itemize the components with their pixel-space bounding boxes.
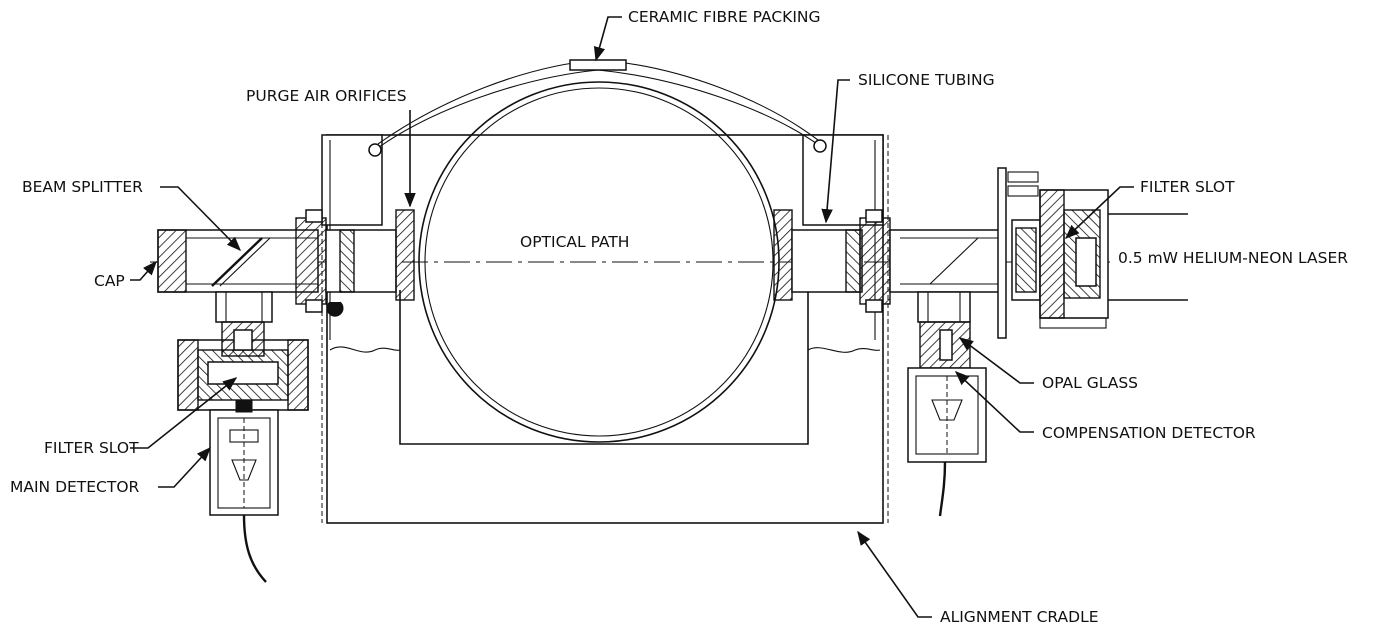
label-filter-slot-left: FILTER SLOT: [44, 377, 238, 457]
purge-air-orifices-text: PURGE AIR ORIFICES: [246, 87, 407, 105]
filter-slot-left-text: FILTER SLOT: [44, 439, 139, 457]
label-purge-air-orifices: PURGE AIR ORIFICES: [246, 87, 416, 208]
label-ceramic-fibre-packing: CERAMIC FIBRE PACKING: [593, 8, 821, 62]
laser-housing: [997, 167, 1188, 339]
label-beam-splitter: BEAM SPLITTER: [22, 178, 242, 252]
laser-text: 0.5 mW HELIUM-NEON LASER: [1118, 249, 1348, 267]
alignment-cradle-text: ALIGNMENT CRADLE: [940, 608, 1099, 626]
label-opal-glass: OPAL GLASS: [958, 337, 1138, 392]
ceramic-fibre-packing-text: CERAMIC FIBRE PACKING: [628, 8, 821, 26]
opal-glass-text: OPAL GLASS: [1042, 374, 1138, 392]
main-detector: [209, 399, 279, 583]
silicone-tubing-text: SILICONE TUBING: [858, 71, 995, 89]
label-cap: CAP: [94, 260, 157, 290]
label-alignment-cradle: ALIGNMENT CRADLE: [857, 530, 1099, 626]
main-detector-text: MAIN DETECTOR: [10, 478, 140, 496]
compensation-detector-text: COMPENSATION DETECTOR: [1042, 424, 1256, 442]
alignment-cradle: [321, 134, 889, 524]
optical-path-text: OPTICAL PATH: [520, 233, 629, 251]
label-main-detector: MAIN DETECTOR: [10, 446, 211, 496]
cap-text: CAP: [94, 272, 125, 290]
left-tube-assembly: [157, 209, 415, 323]
label-filter-slot-right: FILTER SLOT: [1064, 178, 1235, 239]
filter-slot-right-text: FILTER SLOT: [1140, 178, 1235, 196]
compensation-detector: [907, 321, 987, 517]
label-compensation-detector: COMPENSATION DETECTOR: [954, 371, 1256, 442]
sample-cell: [368, 59, 827, 443]
right-tube-assembly: [773, 209, 1003, 323]
label-silicone-tubing: SILICONE TUBING: [821, 71, 995, 224]
beam-splitter-text: BEAM SPLITTER: [22, 178, 143, 196]
filter-slot-left: [177, 321, 309, 411]
